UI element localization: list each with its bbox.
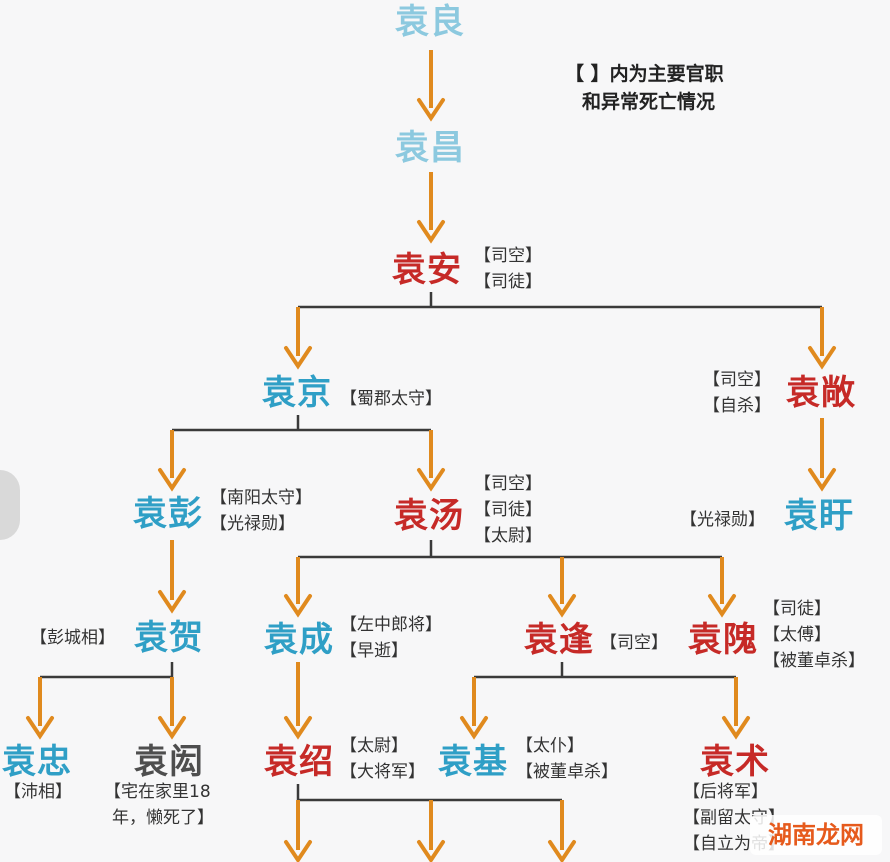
node-yuan-feng: 袁逢 bbox=[524, 620, 594, 660]
node-yuan-shao: 袁绍 bbox=[264, 742, 334, 782]
yuan-tang-title-1: 【司空】 bbox=[474, 474, 542, 494]
yuan-shao-title-1: 【太尉】 bbox=[340, 736, 408, 756]
yuan-tang-title-2: 【司徒】 bbox=[474, 500, 542, 520]
yuan-cheng-title-1: 【左中郎将】 bbox=[340, 615, 442, 635]
legend-note-line-2: 和异常死亡情况 bbox=[582, 91, 716, 113]
arrow-head-30 bbox=[548, 840, 576, 862]
node-yuan-hong: 袁闳 bbox=[134, 742, 204, 782]
yuan-zhong-title-1: 【沛相】 bbox=[4, 782, 72, 802]
yuan-peng-title-1: 【南阳太守】 bbox=[210, 488, 312, 508]
yuan-wei-title-2: 【太傅】 bbox=[763, 625, 831, 645]
arrow-head-19 bbox=[26, 716, 54, 740]
yuan-chang2-title-2: 【自杀】 bbox=[703, 396, 771, 416]
arrow-head-5 bbox=[808, 346, 836, 370]
yuan-wei-title-1: 【司徒】 bbox=[763, 599, 831, 619]
yuan-tang-title-3: 【太尉】 bbox=[474, 526, 542, 546]
arrow-head-0 bbox=[417, 98, 445, 122]
node-yuan-chang: 袁昌 bbox=[395, 128, 465, 168]
yuan-shao-title-2: 【大将军】 bbox=[340, 762, 425, 782]
yuan-wei-title-3: 【被董卓杀】 bbox=[763, 651, 865, 671]
arrow-head-4 bbox=[284, 346, 312, 370]
arrow-head-28 bbox=[284, 840, 312, 862]
node-yuan-peng: 袁彭 bbox=[133, 494, 203, 534]
yuan-cheng-title-2: 【早逝】 bbox=[340, 641, 408, 661]
node-yuan-he: 袁贺 bbox=[134, 618, 204, 658]
arrow-head-25 bbox=[722, 716, 750, 740]
node-yuan-ji: 袁基 bbox=[438, 742, 508, 782]
arrow-head-11 bbox=[158, 590, 186, 614]
node-yuan-jing: 袁京 bbox=[262, 373, 332, 413]
arrow-head-29 bbox=[417, 840, 445, 862]
yuan-hong-title-1: 【宅在家里18 bbox=[104, 782, 211, 802]
yuan-chang2-title-1: 【司空】 bbox=[703, 370, 771, 390]
arrow-head-9 bbox=[417, 468, 445, 492]
arrow-head-10 bbox=[808, 468, 836, 492]
arrow-head-15 bbox=[548, 594, 576, 618]
yuan-he-title-1: 【彭城相】 bbox=[30, 628, 115, 648]
arrow-head-1 bbox=[417, 220, 445, 244]
scroll-handle[interactable] bbox=[0, 470, 20, 540]
yuan-ji-title-2: 【被董卓杀】 bbox=[516, 762, 618, 782]
yuan-xu-title-1: 【光禄勋】 bbox=[680, 510, 765, 530]
yuan-an-title-1: 【司空】 bbox=[474, 246, 542, 266]
yuan-feng-title-1: 【司空】 bbox=[600, 633, 668, 653]
node-yuan-cheng: 袁成 bbox=[264, 620, 334, 660]
legend-note-line-1: 【 】内为主要官职 bbox=[565, 63, 724, 85]
arrow-head-16 bbox=[708, 594, 736, 618]
arrow-head-14 bbox=[284, 594, 312, 618]
arrow-head-24 bbox=[460, 716, 488, 740]
yuan-peng-title-2: 【光禄勋】 bbox=[210, 514, 295, 534]
yuan-ji-title-1: 【太仆】 bbox=[516, 736, 584, 756]
yuan-jing-title-1: 【蜀郡太守】 bbox=[340, 389, 442, 409]
node-yuan-an: 袁安 bbox=[392, 250, 462, 290]
yuan-hong-title-2: 年，懒死了】 bbox=[112, 808, 214, 828]
arrow-head-8 bbox=[158, 468, 186, 492]
node-yuan-liang: 袁良 bbox=[395, 2, 465, 42]
yuan-shu-title-1: 【后将军】 bbox=[683, 782, 768, 802]
node-yuan-zhong: 袁忠 bbox=[2, 742, 72, 782]
arrow-head-21 bbox=[284, 716, 312, 740]
node-yuan-tang: 袁汤 bbox=[394, 496, 464, 536]
node-yuan-wei: 袁隗 bbox=[688, 620, 758, 660]
arrow-head-20 bbox=[158, 716, 186, 740]
watermark-logo: 湖南龙网 bbox=[750, 815, 882, 855]
yuan-an-title-2: 【司徒】 bbox=[474, 272, 542, 292]
node-yuan-shu: 袁术 bbox=[700, 742, 770, 782]
node-yuan-xu: 袁盱 bbox=[784, 496, 854, 536]
node-yuan-chang2: 袁敞 bbox=[786, 373, 856, 413]
